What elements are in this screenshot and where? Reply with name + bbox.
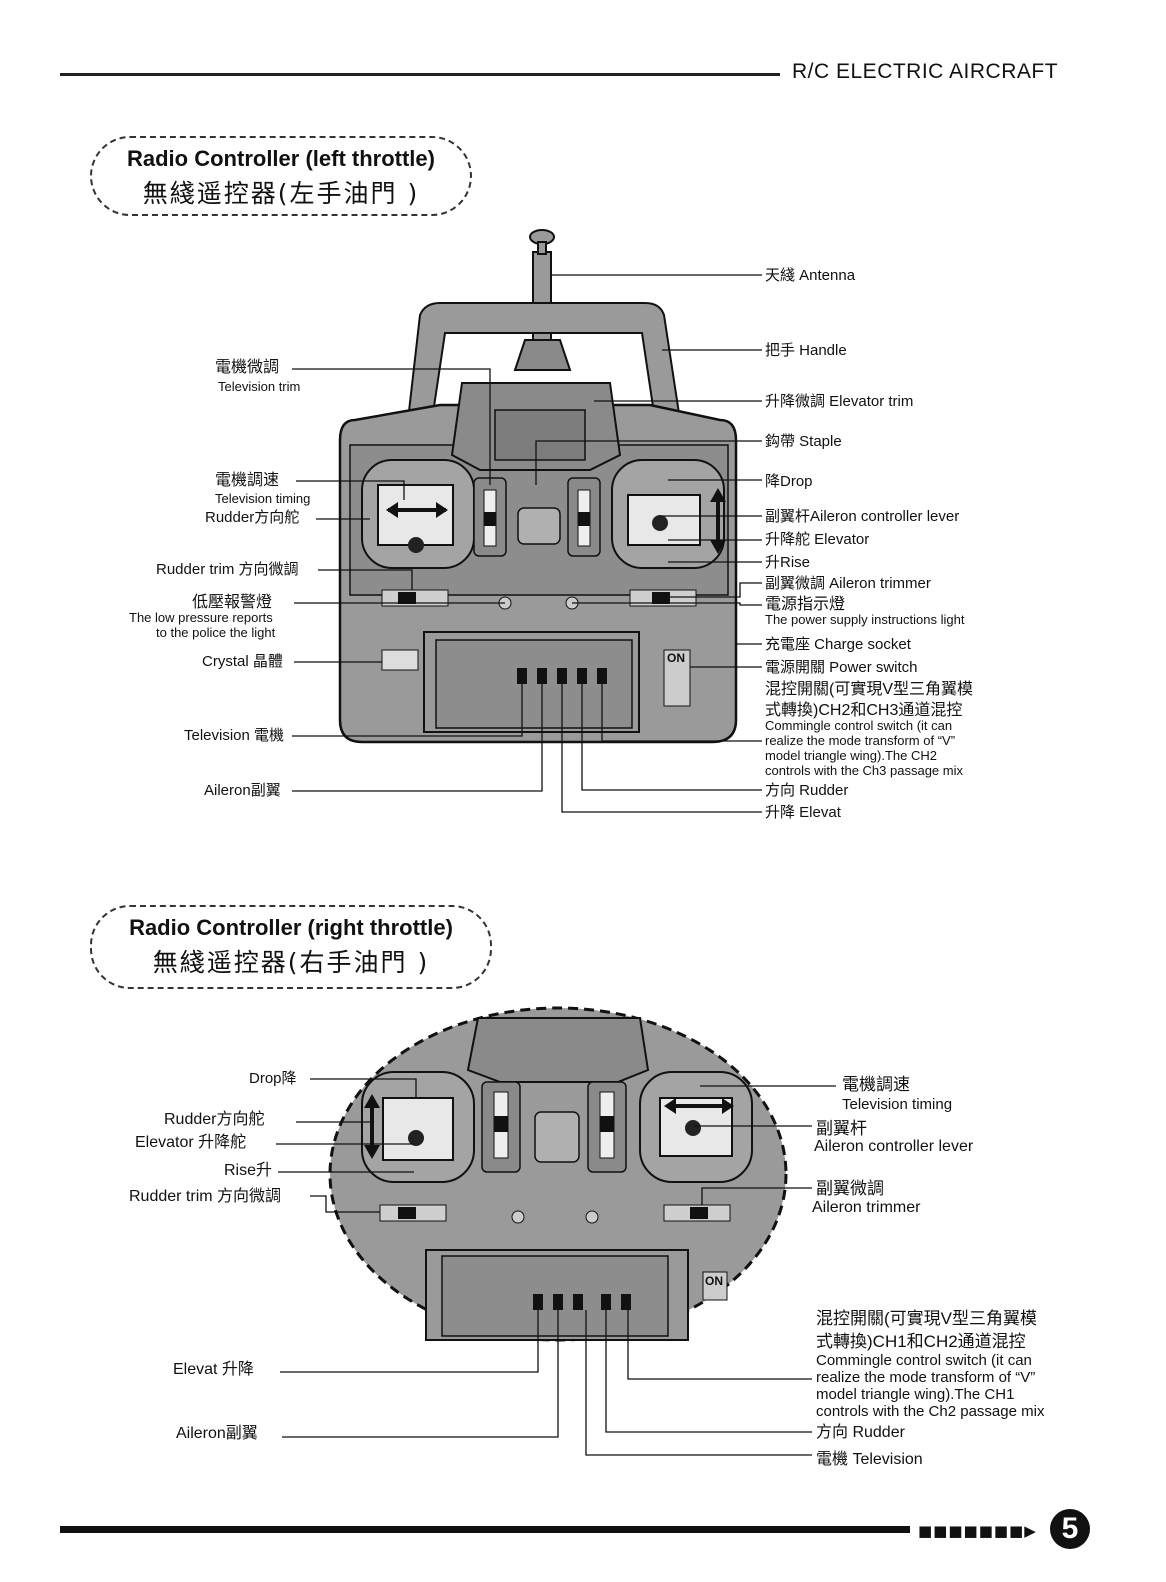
label-television: Television 電機	[184, 727, 285, 744]
label2-rise: Rise升	[224, 1162, 273, 1179]
label-power-switch: 電源開關 Power switch	[765, 659, 918, 676]
label-crystal: Crystal 晶體	[202, 653, 283, 670]
footer-rule	[60, 1526, 910, 1533]
label-aileron: Aileron副翼	[204, 782, 281, 799]
label-tv-timing-en: Television timing	[215, 491, 311, 506]
footer-dots: ■■■■■■■▶	[918, 1522, 1037, 1540]
controller1-on-mark: ON	[667, 651, 685, 665]
controller2-leader-lines	[276, 1078, 836, 1456]
label2-mix-zh-1: 混控開關(可實現V型三角翼模	[816, 1309, 1037, 1328]
label-antenna: 天綫 Antenna	[765, 267, 856, 284]
label2-elevator: Elevator 升降舵	[135, 1134, 247, 1151]
label-rudder-bottom: 方向 Rudder	[765, 782, 849, 799]
label2-mix-en-4: controls with the Ch2 passage mix	[816, 1403, 1045, 1420]
section2-title-box: Radio Controller (right throttle) 無綫遥控器(…	[90, 905, 492, 989]
label-mix-en-3: model triangle wing).The CH2	[765, 748, 937, 763]
label2-television-bottom: 電機 Television	[816, 1451, 923, 1468]
label-elevat-bottom: 升降 Elevat	[765, 804, 841, 821]
label-rise: 升Rise	[765, 554, 811, 571]
label-rudder: Rudder方向舵	[205, 509, 300, 526]
label2-rudder: Rudder方向舵	[164, 1111, 265, 1128]
label-elevator-trim: 升降微調 Elevator trim	[765, 393, 914, 410]
section1-title-zh: 無綫遥控器(左手油門 )	[142, 179, 420, 208]
header-title: R/C ELECTRIC AIRCRAFT	[792, 60, 1059, 83]
label-low-pressure-en-2: to the police the light	[156, 625, 276, 640]
section1-title-en: Radio Controller (left throttle)	[127, 146, 435, 171]
label-aileron-trimmer: 副翼微調 Aileron trimmer	[765, 575, 931, 592]
label2-elevat: Elevat 升降	[173, 1361, 254, 1378]
section1-title-box: Radio Controller (left throttle) 無綫遥控器(左…	[90, 136, 472, 216]
label2-tv-timing-zh: 電機調速	[842, 1075, 910, 1094]
label-charge-socket: 充電座 Charge socket	[765, 636, 911, 653]
label2-mix-en-3: model triangle wing).The CH1	[816, 1386, 1015, 1403]
controller1-drawing	[338, 229, 738, 744]
label2-rudder-trim: Rudder trim 方向微調	[129, 1188, 282, 1205]
label-tv-trim-en: Television trim	[218, 379, 301, 394]
section2-title-en: Radio Controller (right throttle)	[129, 915, 453, 940]
label-power-light-en: The power supply instructions light	[765, 612, 965, 627]
label-low-pressure-zh: 低壓報警燈	[192, 594, 273, 611]
label-mix-en-4: controls with the Ch3 passage mix	[765, 763, 963, 778]
label2-rudder-bottom: 方向 Rudder	[816, 1424, 905, 1441]
label2-mix-en-1: Commingle control switch (it can	[816, 1352, 1032, 1369]
label2-aileron-lever-en: Aileron controller lever	[814, 1138, 974, 1155]
label2-aileron-trimmer-en: Aileron trimmer	[812, 1199, 921, 1216]
label2-aileron: Aileron副翼	[176, 1425, 258, 1442]
label-handle: 把手 Handle	[765, 342, 847, 359]
label2-drop: Drop降	[249, 1070, 297, 1087]
label-mix-en-1: Commingle control switch (it can	[765, 718, 953, 733]
label-rudder-trim: Rudder trim 方向微調	[156, 561, 299, 578]
controller1-leader-lines	[292, 274, 762, 813]
controller2-drawing	[328, 1006, 788, 1342]
label2-tv-timing-en: Television timing	[842, 1096, 953, 1113]
label-mix-zh-1: 混控開關(可實現V型三角翼模	[765, 681, 974, 698]
label-tv-trim-zh: 電機微調	[215, 359, 280, 376]
label2-mix-en-2: realize the mode transform of “V”	[816, 1369, 1036, 1386]
label-drop: 降Drop	[765, 473, 813, 490]
label-elevator: 升降舵 Elevator	[765, 531, 870, 548]
label-mix-en-2: realize the mode transform of “V”	[765, 733, 956, 748]
label2-aileron-trimmer-zh: 副翼微調	[816, 1179, 884, 1198]
label-power-light-zh: 電源指示燈	[765, 596, 846, 613]
label-staple: 鈎帶 Staple	[765, 433, 842, 450]
label-aileron-lever: 副翼杆Aileron controller lever	[765, 508, 960, 525]
section2-title-zh: 無綫遥控器(右手油門 )	[152, 948, 430, 977]
header-rule	[60, 73, 780, 76]
controller2-on-mark: ON	[705, 1274, 723, 1288]
label2-mix-zh-2: 式轉換)CH1和CH2通道混控	[816, 1332, 1026, 1351]
label-mix-zh-2: 式轉換)CH2和CH3通道混控	[765, 702, 963, 719]
label2-aileron-lever-zh: 副翼杆	[816, 1119, 867, 1138]
label-low-pressure-en-1: The low pressure reports	[129, 610, 273, 625]
page-number: 5	[1050, 1509, 1090, 1549]
label-tv-timing-zh: 電機調速	[215, 472, 280, 489]
